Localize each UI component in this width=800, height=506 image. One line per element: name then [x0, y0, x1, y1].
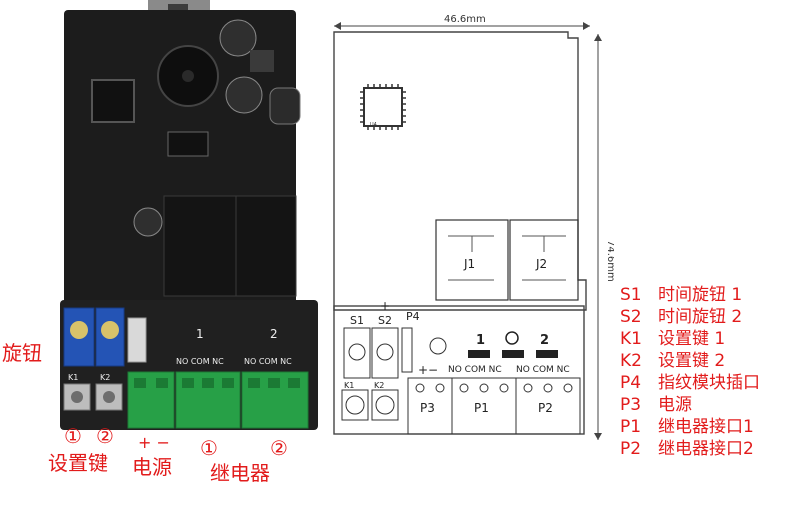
j2-label: J2 — [535, 257, 547, 271]
relay-j1 — [435, 219, 509, 301]
terminal-p2 — [515, 377, 581, 435]
board-nocomnc-2: NO COM NC — [244, 357, 292, 366]
pot-s1 — [343, 327, 371, 379]
set-key-label: 设置键 — [48, 451, 108, 475]
relay-2 — [235, 195, 297, 297]
p3-minus: − — [428, 363, 438, 377]
p1-label: P1 — [474, 401, 489, 415]
power-icon — [505, 331, 519, 345]
nocomnc-2: NO COM NC — [516, 365, 570, 375]
key-k2 — [371, 389, 399, 421]
board-outline — [333, 31, 587, 311]
board-relay1-label: 1 — [196, 327, 204, 341]
capacitor-1 — [219, 19, 257, 57]
p4-label: P4 — [406, 310, 420, 323]
relay-1-marker: ① — [200, 436, 218, 460]
knob-label: 旋钮 — [2, 341, 42, 365]
relay-label: 继电器 — [210, 461, 270, 485]
u4-label: U4 — [370, 122, 377, 128]
p4-header — [401, 327, 413, 373]
pot-s2 — [371, 327, 399, 379]
height-dimension: 74.6mm — [605, 240, 614, 282]
fingerprint-header — [127, 317, 147, 363]
relay-2-marker: ② — [270, 436, 288, 460]
set-key-1-marker: ① — [64, 424, 82, 448]
knob-1 — [63, 307, 95, 367]
board-nocomnc-1: NO COM NC — [176, 357, 224, 366]
board-k2: K2 — [100, 373, 110, 382]
relay2-number: 2 — [540, 333, 549, 348]
capacitor-3 — [133, 207, 163, 237]
capacitor-2 — [225, 76, 263, 114]
relay-j2 — [509, 219, 579, 301]
relay1-number: 1 — [476, 333, 485, 348]
u4-chip — [363, 87, 403, 127]
j1-label: J1 — [463, 257, 475, 271]
mcu-chip — [91, 79, 135, 123]
p2-label: P2 — [538, 401, 553, 415]
p3-label: P3 — [420, 401, 435, 415]
nocomnc-1: NO COM NC — [448, 365, 502, 375]
power-label: 电源 — [132, 455, 172, 479]
k1-label: K1 — [344, 381, 354, 390]
board-photo: 1 2 NO COM NC NO COM NC K1 K2 — [60, 0, 318, 430]
key-k1 — [341, 389, 369, 421]
s1-label: S1 — [350, 314, 364, 327]
board-relay2-label: 2 — [270, 327, 278, 341]
relay-1 — [163, 195, 237, 297]
s-plus: + — [380, 299, 390, 313]
power-polarity: + − — [138, 433, 170, 452]
s2-label: S2 — [378, 314, 392, 327]
width-dimension: 46.6mm — [444, 14, 486, 25]
set-key-2-marker: ② — [96, 424, 114, 448]
k2-label: K2 — [374, 381, 384, 390]
inductor — [269, 87, 301, 125]
board-k1: K1 — [68, 373, 78, 382]
p3-plus: + — [418, 363, 428, 377]
schematic-drawing: 46.6mm 74.6mm U4 J1 J2 S1 S2 P4 + + − 1 … — [333, 14, 614, 440]
